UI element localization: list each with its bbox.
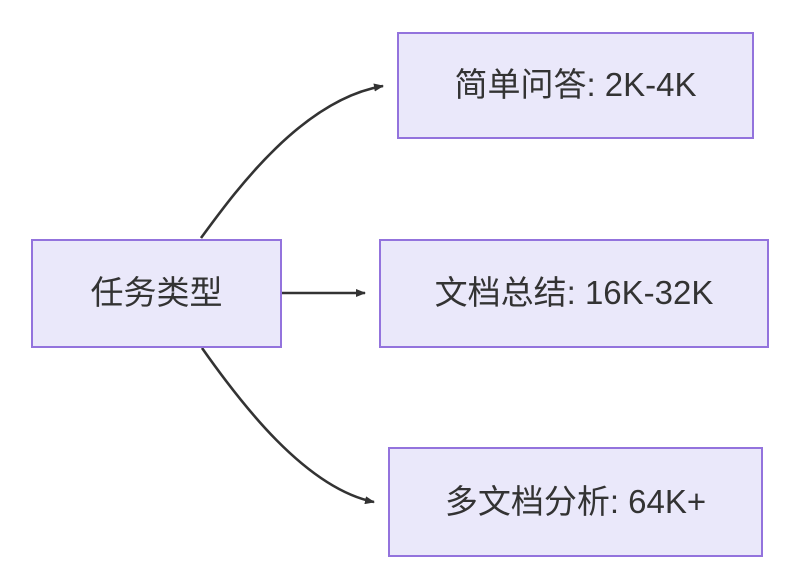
- node-simple-qa-label: 简单问答: 2K-4K: [454, 66, 697, 104]
- node-root-label: 任务类型: [90, 274, 223, 312]
- node-multi-doc[interactable]: 多文档分析: 64K+: [388, 447, 763, 557]
- node-root-task-type[interactable]: 任务类型: [31, 239, 282, 348]
- edge-root-to-simple-qa: [199, 83, 384, 239]
- node-doc-summary[interactable]: 文档总结: 16K-32K: [379, 239, 769, 348]
- edge-root-to-multi-doc: [200, 347, 375, 505]
- node-doc-summary-label: 文档总结: 16K-32K: [434, 274, 714, 312]
- node-simple-qa[interactable]: 简单问答: 2K-4K: [397, 32, 754, 139]
- node-multi-doc-label: 多文档分析: 64K+: [444, 482, 707, 520]
